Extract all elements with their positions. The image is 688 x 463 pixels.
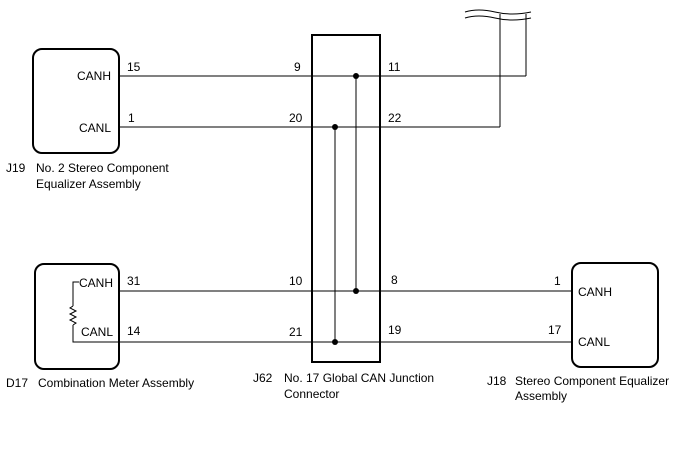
j18-pin-canh-number: 1 bbox=[554, 274, 561, 288]
j62-pin-10: 10 bbox=[289, 274, 303, 288]
d17-resistor-lead-top bbox=[72, 281, 79, 306]
j19-pin-canh-number: 15 bbox=[127, 60, 141, 74]
j19-canh-label: CANH bbox=[77, 69, 111, 83]
j62-name-line2: Connector bbox=[284, 387, 339, 401]
j18-name-line2: Assembly bbox=[515, 389, 567, 403]
d17-pin-canl-number: 14 bbox=[127, 324, 141, 338]
j62-junction-connector-box bbox=[311, 34, 381, 363]
j62-pin-22: 22 bbox=[388, 111, 402, 125]
j19-name-line2: Equalizer Assembly bbox=[36, 177, 141, 191]
j62-pin-20: 20 bbox=[289, 111, 303, 125]
j62-pin-9: 9 bbox=[294, 60, 301, 74]
canl-splice-bottom-dot bbox=[332, 339, 338, 345]
j62-pin-21: 21 bbox=[289, 325, 303, 339]
j18-pin-canl-number: 17 bbox=[548, 323, 562, 337]
d17-component-box bbox=[34, 263, 120, 370]
j19-name-line1: No. 2 Stereo Component bbox=[36, 161, 169, 175]
j62-pin-19: 19 bbox=[388, 323, 402, 337]
d17-pin-canh-number: 31 bbox=[127, 274, 141, 288]
j19-code: J19 bbox=[6, 161, 26, 175]
j19-pin-canl-number: 1 bbox=[128, 111, 135, 125]
canh-splice-bottom-dot bbox=[353, 288, 359, 294]
j62-pin-8: 8 bbox=[391, 273, 398, 287]
j18-name-line1: Stereo Component Equalizer bbox=[515, 374, 669, 388]
canh-splice-top-dot bbox=[353, 73, 359, 79]
j18-canh-label: CANH bbox=[578, 285, 612, 299]
j19-canl-label: CANL bbox=[79, 121, 111, 135]
d17-canh-label: CANH bbox=[79, 276, 113, 290]
d17-resistor-lead-bottom bbox=[72, 325, 119, 343]
j62-name-line1: No. 17 Global CAN Junction bbox=[284, 371, 434, 385]
j62-pin-11: 11 bbox=[388, 60, 401, 74]
d17-code: D17 bbox=[6, 376, 28, 390]
d17-canl-label: CANL bbox=[81, 325, 113, 339]
j62-code: J62 bbox=[253, 371, 273, 385]
j19-component-box bbox=[32, 48, 120, 154]
d17-name: Combination Meter Assembly bbox=[38, 376, 194, 390]
d17-resistor-icon bbox=[68, 305, 78, 326]
j18-component-box bbox=[571, 262, 659, 368]
canl-splice-top-dot bbox=[332, 124, 338, 130]
wire-break-icon-bottom bbox=[464, 15, 532, 21]
wire-break-icon-top bbox=[464, 9, 532, 15]
j18-canl-label: CANL bbox=[578, 335, 610, 349]
j18-code: J18 bbox=[487, 374, 507, 388]
